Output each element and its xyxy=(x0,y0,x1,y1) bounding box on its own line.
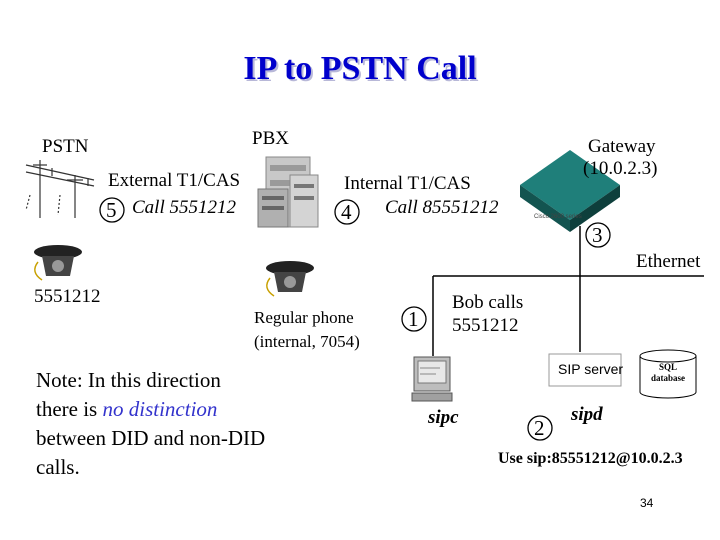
bob-calls-number: 5551212 xyxy=(452,315,519,336)
pbx-label: PBX xyxy=(252,128,289,149)
ethernet-label: Ethernet xyxy=(636,251,701,272)
step-circle-four xyxy=(334,199,360,225)
pstn-tower-icon xyxy=(25,160,95,218)
sip-server-box xyxy=(548,353,622,387)
call-internal-label: Call 85551212 xyxy=(385,197,499,218)
pbx-server-icon xyxy=(257,156,319,228)
pstn-phone-number: 5551212 xyxy=(34,286,101,307)
slide-title: IP to PSTN Call xyxy=(243,50,477,87)
step-circle-one xyxy=(401,306,427,332)
pstn-label: PSTN xyxy=(42,136,89,157)
sipc-label: sipc xyxy=(428,407,459,428)
step-one-number: 1 xyxy=(408,307,419,331)
step-two-number: 2 xyxy=(534,416,545,440)
step-circle-five xyxy=(99,197,125,223)
gateway-label: Gateway xyxy=(588,136,656,157)
sipd-label: sipd xyxy=(571,404,603,425)
pstn-phone-icon xyxy=(34,245,82,281)
internal-phone-icon xyxy=(266,261,314,297)
sql-database-icon xyxy=(639,349,697,399)
gateway-ip-label: (10.0.2.3) xyxy=(583,158,658,179)
use-sip-label: Use sip:85551212@10.0.2.3 xyxy=(498,450,683,467)
sql-label: SQL database xyxy=(640,362,696,384)
regular-phone-label: Regular phone xyxy=(254,308,354,327)
page-number: 34 xyxy=(640,496,654,510)
regular-phone-extension: (internal, 7054) xyxy=(254,332,360,351)
sipc-computer-icon xyxy=(411,356,453,402)
note-emphasis: no distinction xyxy=(102,397,218,421)
step-three-number: 3 xyxy=(592,223,603,247)
step-four-number: 4 xyxy=(341,200,352,224)
sql-label-line1: SQL xyxy=(658,362,677,372)
step-circle-two xyxy=(527,415,553,441)
sql-label-line2: database xyxy=(650,373,685,383)
bob-calls-label: Bob calls xyxy=(452,292,524,313)
step-circle-three xyxy=(585,222,611,248)
gateway-router-icon xyxy=(520,150,620,232)
gateway-model-label: Cisco 2600 series xyxy=(534,214,582,220)
call-external-label: Call 5551212 xyxy=(132,197,236,218)
step-five-number: 5 xyxy=(106,198,117,222)
sip-server-label: SIP server xyxy=(558,361,624,377)
note-text: Note: In this direction there is no dist… xyxy=(36,366,266,482)
internal-trunk-label: Internal T1/CAS xyxy=(344,173,471,194)
external-trunk-label: External T1/CAS xyxy=(108,170,241,191)
note-after: between DID and non-DID calls. xyxy=(36,426,266,479)
note-before: Note: In this direction there is xyxy=(36,368,221,421)
